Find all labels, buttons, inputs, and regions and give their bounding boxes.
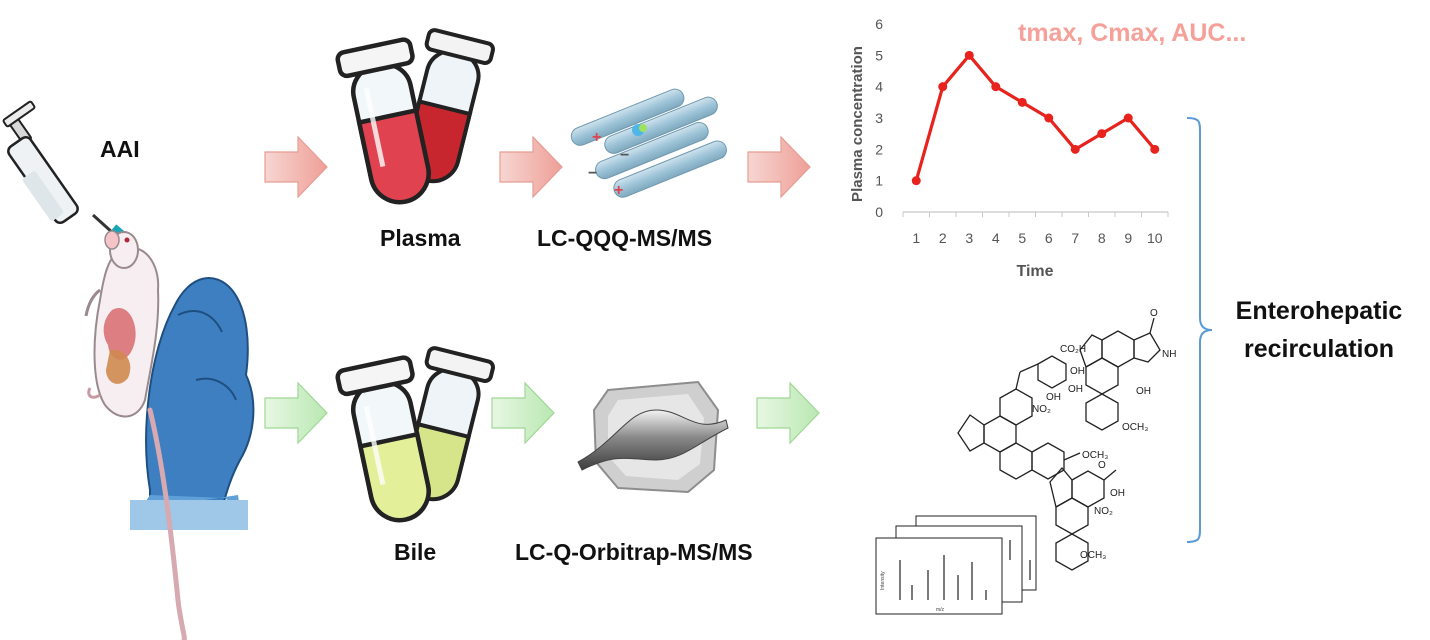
struct-c-no2: NO₂ bbox=[1094, 506, 1113, 517]
arrow-right-icon bbox=[747, 135, 811, 199]
qqq-label: LC-QQQ-MS/MS bbox=[537, 225, 713, 251]
struct-a-oh2: OH bbox=[1046, 392, 1061, 403]
arrow-right-icon bbox=[756, 381, 820, 445]
enterohepatic-label: Enterohepatic recirculation bbox=[1219, 293, 1419, 368]
x-tick-label: 5 bbox=[1018, 230, 1026, 246]
data-point bbox=[1123, 113, 1133, 123]
data-point bbox=[964, 50, 974, 60]
y-tick-label: 0 bbox=[875, 204, 883, 220]
x-tick-label: 3 bbox=[965, 230, 973, 246]
struct-a-oh1: OH bbox=[1070, 366, 1085, 377]
series-line bbox=[914, 53, 1156, 182]
x-tick-label: 6 bbox=[1045, 230, 1053, 246]
y-tick-label: 4 bbox=[875, 79, 883, 95]
data-point bbox=[911, 176, 921, 186]
y-tick-label: 6 bbox=[875, 16, 883, 32]
syringe-icon bbox=[2, 100, 127, 245]
y-axis-label: Plasma concentration bbox=[849, 46, 866, 202]
x-tick-label: 2 bbox=[939, 230, 947, 246]
struct-c-o: O bbox=[1098, 460, 1106, 471]
quadrupole-icon: + + − − bbox=[570, 88, 727, 199]
data-point bbox=[1097, 129, 1107, 139]
bile-label: Bile bbox=[394, 539, 437, 565]
bracket-icon bbox=[1186, 117, 1213, 543]
data-point bbox=[938, 82, 948, 92]
drug-label: AAI bbox=[100, 136, 140, 162]
arrow-layer bbox=[264, 135, 820, 445]
y-tick-label: 2 bbox=[875, 141, 883, 157]
spectra-xlabel: m/z bbox=[936, 607, 945, 613]
x-tick-label: 10 bbox=[1147, 230, 1163, 246]
struct-a-no2: NO₂ bbox=[1032, 404, 1051, 415]
struct-b-o: O bbox=[1150, 308, 1158, 319]
spectra-ylabel: Intensity bbox=[880, 571, 886, 590]
rat-injection-illustration bbox=[2, 100, 255, 640]
data-point bbox=[1044, 113, 1054, 123]
x-tick-label: 7 bbox=[1071, 230, 1079, 246]
y-tick-label: 5 bbox=[875, 47, 883, 63]
data-point bbox=[1017, 97, 1027, 107]
orbitrap-label: LC-Q-Orbitrap-MS/MS bbox=[515, 539, 753, 565]
svg-text:+: + bbox=[614, 182, 623, 199]
metabolite-structures: CO₂H OH OH OH NO₂ OCH₃ O NH OH OCH₃ O OH… bbox=[957, 308, 1176, 571]
x-axis-label: Time bbox=[1016, 263, 1053, 280]
struct-b-oh: OH bbox=[1136, 386, 1151, 397]
svg-text:−: − bbox=[620, 147, 629, 164]
data-point bbox=[991, 82, 1001, 92]
data-point bbox=[1070, 144, 1080, 154]
x-tick-label: 1 bbox=[912, 230, 920, 246]
x-tick-label: 8 bbox=[1098, 230, 1106, 246]
struct-a-och3: OCH₃ bbox=[1082, 450, 1108, 461]
plasma-tubes-icon bbox=[335, 28, 496, 205]
rat-icon bbox=[84, 230, 187, 640]
arrow-right-icon bbox=[499, 135, 563, 199]
struct-a-co2h: CO₂H bbox=[1060, 344, 1086, 355]
svg-text:−: − bbox=[588, 165, 597, 182]
struct-a-oh3: OH bbox=[1068, 384, 1083, 395]
x-tick-label: 9 bbox=[1124, 230, 1132, 246]
y-tick-label: 3 bbox=[875, 110, 883, 126]
arrow-right-icon bbox=[264, 381, 328, 445]
data-point bbox=[1150, 144, 1160, 154]
plasma-label: Plasma bbox=[380, 225, 461, 251]
bile-tubes-icon bbox=[335, 346, 496, 523]
arrow-right-icon bbox=[491, 381, 555, 445]
orbitrap-icon bbox=[577, 380, 729, 494]
arrow-right-icon bbox=[264, 135, 328, 199]
svg-text:+: + bbox=[592, 129, 601, 146]
x-tick-label: 4 bbox=[992, 230, 1000, 246]
pk-parameters-label: tmax, Cmax, AUC... bbox=[1018, 19, 1247, 47]
enterohepatic-line-2: recirculation bbox=[1243, 334, 1395, 363]
struct-c-och3: OCH₃ bbox=[1080, 550, 1106, 561]
ms-spectra-stack: Intensity m/z bbox=[875, 515, 1037, 615]
enterohepatic-line-1: Enterohepatic bbox=[1235, 297, 1403, 325]
struct-b-och3: OCH₃ bbox=[1122, 422, 1148, 433]
y-tick-label: 1 bbox=[875, 173, 883, 189]
struct-b-nh: NH bbox=[1162, 349, 1176, 360]
struct-c-oh: OH bbox=[1110, 488, 1125, 499]
